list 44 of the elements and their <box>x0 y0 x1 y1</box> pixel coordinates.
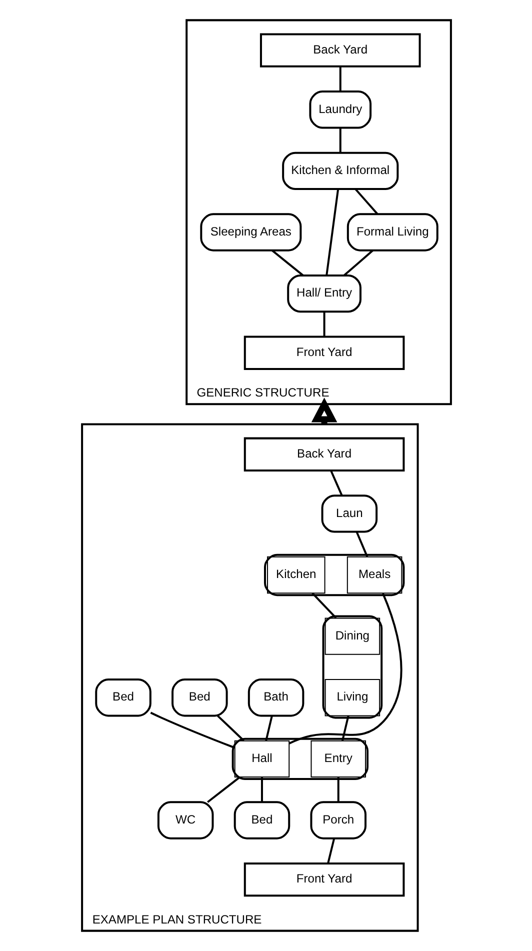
node-box: Back Yard <box>243 437 404 472</box>
connector <box>341 716 349 741</box>
node-box: Bed <box>94 678 151 717</box>
connector <box>355 531 368 558</box>
connector <box>326 838 335 864</box>
node-box: Front Yard <box>243 862 404 897</box>
connector <box>271 250 304 276</box>
node-box: Laundry <box>308 90 372 129</box>
connector <box>264 716 272 741</box>
connector <box>150 712 234 749</box>
cluster <box>322 615 382 719</box>
connector <box>322 312 325 337</box>
node-box: Formal Living <box>346 213 438 252</box>
node-box: Bed <box>233 801 290 840</box>
node-box: Hall <box>234 740 290 778</box>
node-box: Kitchen & Informal <box>282 152 398 190</box>
connector <box>354 188 378 215</box>
node-box: Meals <box>346 556 402 594</box>
node-box: Dining <box>324 618 380 655</box>
node-box: Front Yard <box>243 336 404 370</box>
connector <box>311 592 336 619</box>
connector <box>330 470 342 496</box>
node-box: Kitchen <box>266 556 325 594</box>
connector <box>260 777 262 802</box>
node-box: Back Yard <box>259 33 420 68</box>
node-box: Living <box>324 679 380 716</box>
connector <box>325 189 339 276</box>
connector <box>343 250 374 276</box>
node-box: Porch <box>310 801 366 840</box>
connector <box>288 593 402 744</box>
node-box: Sleeping Areas <box>200 213 302 252</box>
connector <box>336 777 339 802</box>
node-box: Hall/ Entry <box>286 274 361 313</box>
connector <box>338 128 341 153</box>
node-box: Bath <box>247 678 304 717</box>
cluster <box>231 738 368 780</box>
connector <box>206 776 240 803</box>
connector <box>216 715 244 742</box>
node-box: Laun <box>320 494 378 533</box>
node-box: WC <box>156 801 214 840</box>
cluster <box>263 554 404 596</box>
node-box: Bed <box>171 678 228 717</box>
node-box: Entry <box>310 740 366 778</box>
connector <box>338 66 341 92</box>
